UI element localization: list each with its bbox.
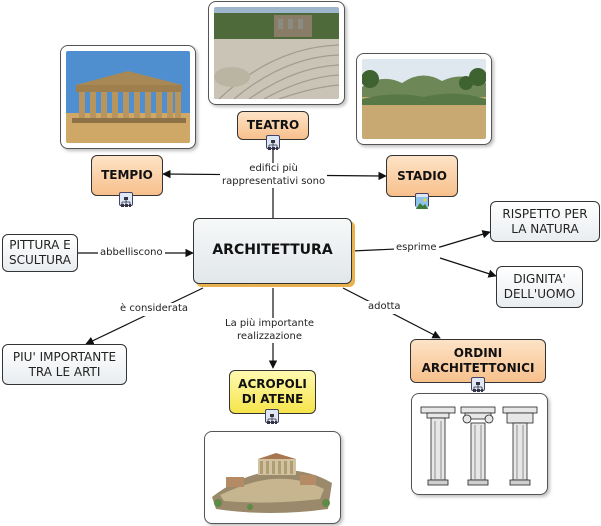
concept-map-link-icon[interactable] <box>266 135 280 150</box>
theatre-picture <box>214 7 339 99</box>
node-rispetto-natura[interactable]: RISPETTO PER LA NATURA <box>490 201 600 242</box>
node-dignita-uomo[interactable]: DIGNITA' DELL'UOMO <box>496 266 583 308</box>
theatre-photo[interactable] <box>208 1 345 105</box>
node-piu-importante[interactable]: PIU' IMPORTANTE TRA LE ARTI <box>2 344 127 385</box>
node-pittura-scultura[interactable]: PITTURA E SCULTURA <box>2 234 78 272</box>
concept-map-link-icon[interactable] <box>471 377 485 392</box>
node-stadio[interactable]: STADIO <box>386 155 458 197</box>
concept-map-link-icon[interactable] <box>119 192 133 207</box>
node-tempio[interactable]: TEMPIO <box>91 155 163 196</box>
temple-picture <box>66 51 190 143</box>
link-label-edifici: edifici più rappresentativi sono <box>220 163 328 188</box>
orders-picture <box>417 399 542 489</box>
temple-photo[interactable] <box>60 45 196 149</box>
connector-esprime-dignita <box>439 257 497 278</box>
link-label-esprime: esprime <box>394 242 439 255</box>
connector-esprime-rispetto <box>439 230 491 248</box>
node-architettura[interactable]: ARCHITETTURA <box>193 218 352 284</box>
stadium-photo[interactable] <box>356 53 492 145</box>
concept-map-link-icon[interactable] <box>265 409 279 424</box>
acropolis-photo[interactable] <box>204 431 341 524</box>
link-label-abbelliscono: abbelliscono <box>98 247 165 260</box>
stadium-picture <box>362 59 486 139</box>
link-label-adotta: adotta <box>366 301 403 314</box>
node-acropoli-atene[interactable]: ACROPOLI DI ATENE <box>229 370 316 414</box>
link-label-considerata: è considerata <box>118 303 191 316</box>
orders-photo[interactable] <box>411 393 548 495</box>
link-label-realizzazione: La più importante realizzazione <box>223 318 317 343</box>
connector-main-considerata <box>85 287 204 345</box>
image-icon[interactable] <box>415 193 429 209</box>
acropolis-picture <box>210 437 335 518</box>
